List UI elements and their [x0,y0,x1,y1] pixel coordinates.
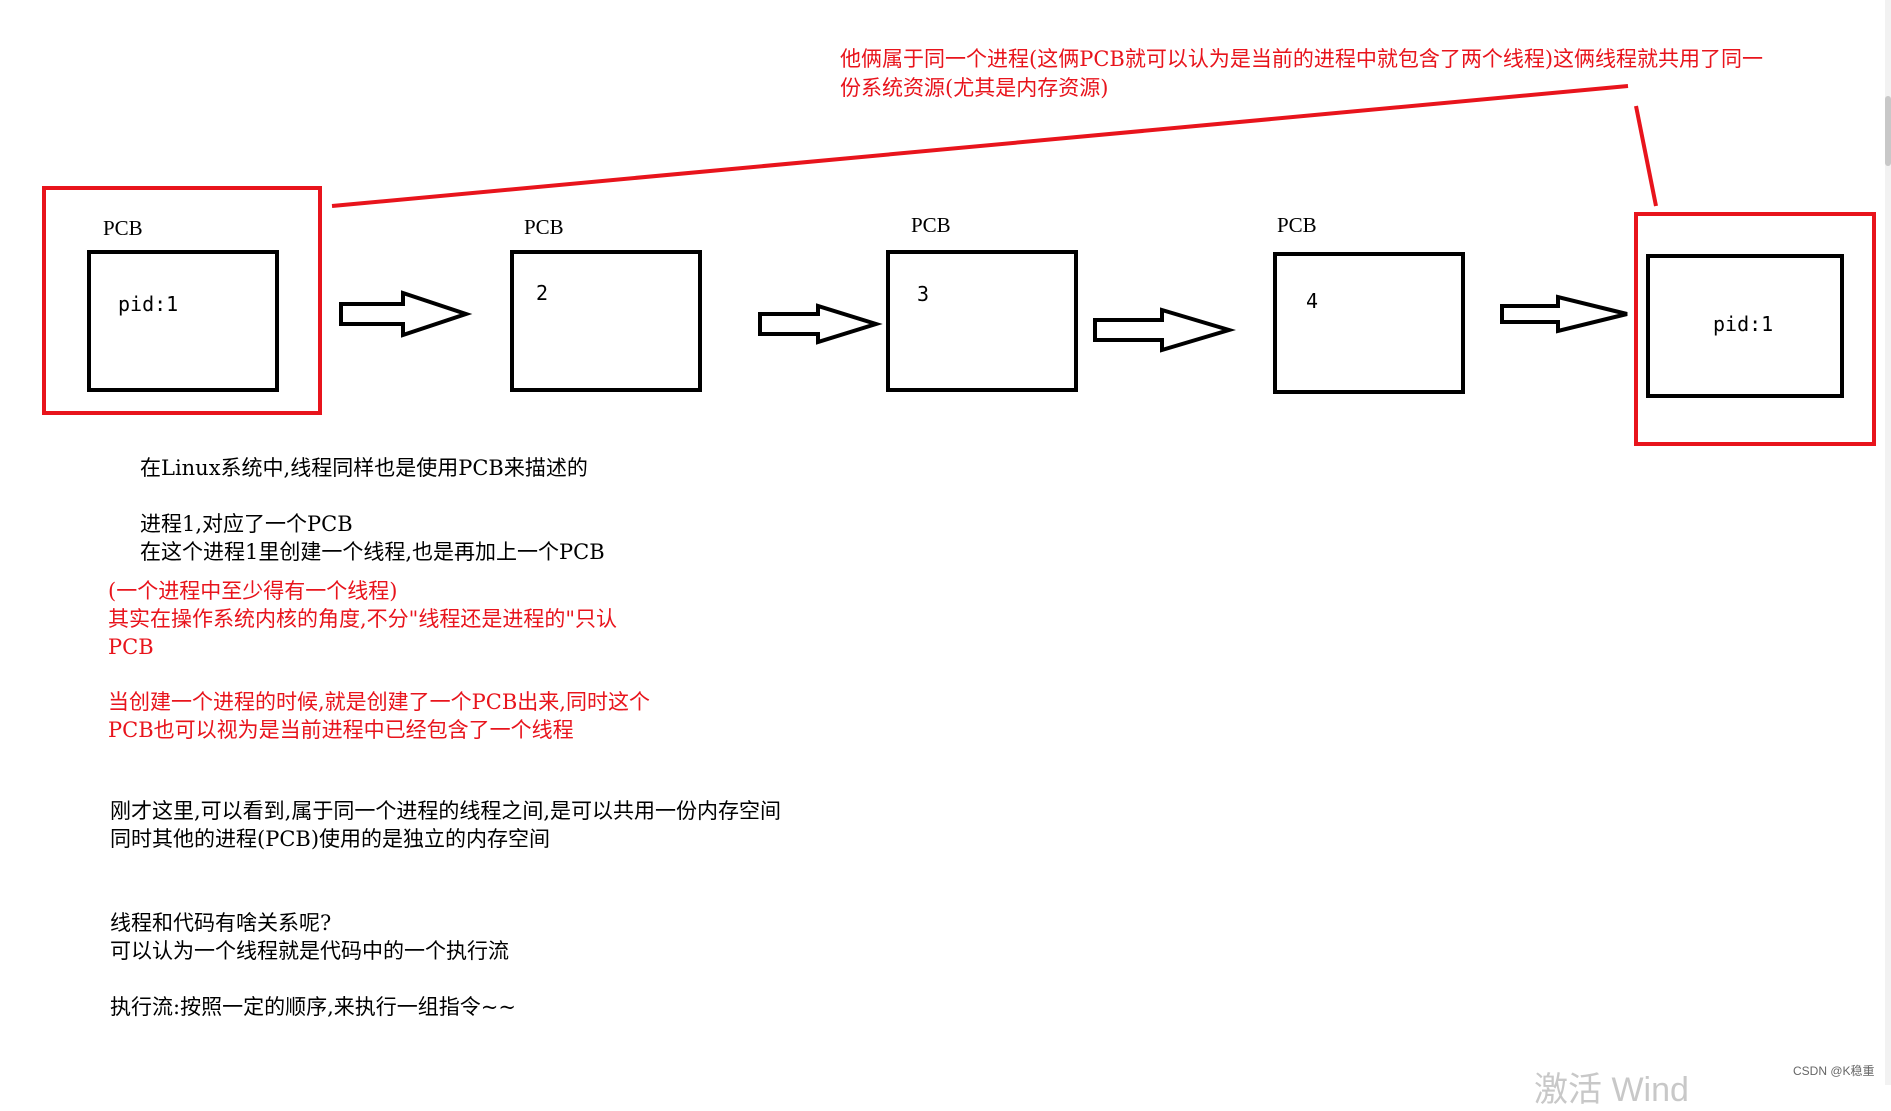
note-shared-memory: 刚才这里,可以看到,属于同一个进程的线程之间,是可以共用一份内存空间 [110,799,782,823]
arrow-right-icon [758,303,883,345]
pcb-label-1: PCB [103,216,143,240]
highlight-frame-first [42,186,322,415]
scrollbar-thumb[interactable] [1885,96,1891,166]
pcb-content-2: 2 [536,281,549,305]
vertical-scrollbar[interactable] [1885,0,1891,1085]
activate-windows-text: 激活 Wind [1534,1071,1689,1109]
arrow-right-icon [339,290,473,338]
note-red-5: PCB也可以视为是当前进程中已经包含了一个线程 [108,718,574,742]
note-thread-pcb: 在这个进程1里创建一个线程,也是再加上一个PCB [140,540,605,564]
pcb-box-2 [510,250,702,392]
diagram-canvas [42,84,1876,446]
arrow-right-icon [1093,307,1236,353]
pcb-box-4 [1273,252,1465,394]
note-exec-flow-def: 执行流:按照一定的顺序,来执行一组指令~~ [110,995,516,1019]
pcb-label-3: PCB [911,213,951,237]
pcb-box-1 [87,250,279,392]
pcb-box-3 [886,250,1078,392]
red-connector-line [331,84,1629,208]
highlight-frame-last [1634,212,1876,446]
pcb-content-1: pid:1 [118,292,179,316]
pcb-content-4: 4 [1306,289,1319,313]
note-independent-memory: 同时其他的进程(PCB)使用的是独立的内存空间 [110,827,551,851]
annotation-line-2: 份系统资源(尤其是内存资源) [840,76,1109,100]
pcb-box-5 [1646,254,1844,398]
note-red-3: PCB [108,635,154,659]
note-process-pcb: 进程1,对应了一个PCB [140,512,353,536]
note-red-2: 其实在操作系统内核的角度,不分"线程还是进程的"只认 [108,607,617,631]
red-pointer-line [1634,105,1658,207]
pcb-label-4: PCB [1277,213,1317,237]
pcb-content-5: pid:1 [1713,312,1774,336]
note-exec-flow: 可以认为一个线程就是代码中的一个执行流 [110,939,509,963]
arrow-right-icon [1500,294,1628,334]
note-thread-code: 线程和代码有啥关系呢? [110,911,332,935]
note-linux-pcb: 在Linux系统中,线程同样也是使用PCB来描述的 [140,456,588,480]
pcb-label-2: PCB [524,215,564,239]
pcb-content-3: 3 [917,282,930,306]
csdn-watermark: CSDN @K稳重 [1793,1064,1875,1078]
note-red-4: 当创建一个进程的时候,就是创建了一个PCB出来,同时这个 [108,690,650,714]
note-red-1: (一个进程中至少得有一个线程) [108,579,398,603]
annotation-line-1: 他俩属于同一个进程(这俩PCB就可以认为是当前的进程中就包含了两个线程)这俩线程… [840,47,1764,71]
